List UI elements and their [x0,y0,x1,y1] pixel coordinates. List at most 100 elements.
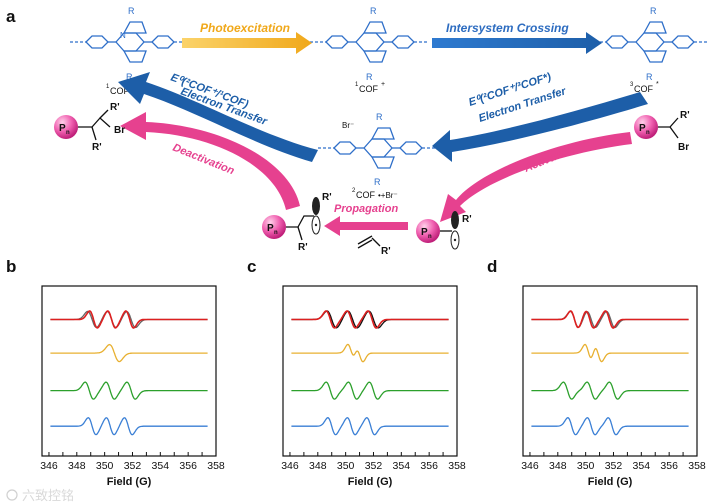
molecule-2cof-br [318,127,436,169]
tick-label: 358 [207,460,225,472]
spectrum-component [531,416,689,436]
molecule-3cof [590,21,708,63]
spectrum-component [291,343,449,363]
tick-label: 356 [179,460,197,472]
bromine-label: Br [678,142,689,153]
pn-ball-sub: n [274,230,278,236]
spectrum-simulated [291,310,449,329]
tick-label: 352 [605,460,623,472]
cof1-superscript: 1 [106,84,110,90]
substituent-r-prime: R' [92,142,102,153]
substituent-r: R [650,6,657,16]
tick-label: 350 [96,460,114,472]
x-axis-label: Field (G) [348,476,393,488]
cof1-label: COF [110,86,130,96]
cof2-suffix: •+Br⁻ [378,191,398,200]
spectrum-component [531,381,689,400]
spectrum-component [291,381,449,400]
panel-label-a: a [6,7,16,26]
polymer-dormant-right [634,115,679,139]
cof1plus-charge: + [381,81,385,88]
pn-ball-sub: n [428,234,432,240]
counterion-label: Br⁻ [342,121,354,130]
cof1plus-superscript: 1 [355,82,359,88]
substituent-r: R [374,177,381,187]
spectrum-component [50,416,208,436]
substituent-r: R [126,72,133,82]
spectrum-component [50,343,208,363]
substituent-r: R [370,6,377,16]
substituent-r-prime: R' [298,242,308,253]
molecule-1cof-excited [310,21,428,63]
tick-label: 348 [309,460,327,472]
cof2-superscript: 2 [352,188,356,194]
polymer-radical-right [416,211,460,250]
spectrum-simulated [531,310,689,329]
panel-label-b: b [6,257,16,276]
pn-ball-label: P [59,123,66,134]
tick-label: 358 [688,460,706,472]
pn-ball-label: P [421,227,428,238]
watermark: 六致控铭 [6,488,74,503]
isc-label: Intersystem Crossing [446,21,569,35]
electron-transfer-left-arrow [118,72,318,162]
spectrum-component [531,343,689,363]
nitrogen-label: N [120,31,126,40]
pn-ball-label: P [639,123,646,134]
pn-ball-sub: n [646,130,650,136]
spectrum-component [50,381,208,400]
tick-label: 346 [281,460,299,472]
tick-label: 354 [633,460,651,472]
panel-label-c: c [247,257,256,276]
tick-label: 354 [393,460,411,472]
cof3-superscript: 3 [630,82,634,88]
tick-label: 350 [337,460,355,472]
monomer-r: R' [381,246,391,257]
polymer-radical-left [262,197,321,241]
monomer [357,235,381,249]
spectrum-simulated [50,310,208,329]
x-axis-label: Field (G) [107,476,152,488]
cof1plus-label: COF [359,84,379,94]
substituent-r-prime: R' [462,214,472,225]
photoexcitation-label: Photoexcitation [200,21,290,35]
activation-arrow [440,132,632,222]
substituent-r: R [128,6,135,16]
bromine-label: Br [114,125,125,136]
polymer-dormant-left [54,109,111,141]
x-axis-label: Field (G) [588,476,633,488]
tick-label: 356 [660,460,678,472]
cof3-label: COF [634,84,654,94]
tick-label: 358 [448,460,466,472]
plot-frame [41,285,217,457]
photoexcitation-arrow [182,32,312,54]
propagation-arrow [324,216,408,236]
cof2-label: COF [356,190,376,200]
tick-label: 346 [40,460,58,472]
pn-ball-sub: n [66,130,70,136]
spectrum-component [291,417,449,436]
substituent-r: R [646,72,653,82]
plot-frame [522,285,698,457]
tick-label: 350 [577,460,595,472]
isc-arrow [432,32,602,54]
molecule-1cof [70,21,188,63]
reaction-scheme: R R N 1 COF R R 1 COF + [54,6,708,257]
deactivation-arrow [120,112,300,210]
plot-frame [282,285,458,457]
cof3-charge: * [656,81,659,88]
tick-label: 352 [365,460,383,472]
tick-label: 356 [420,460,438,472]
substituent-r-prime: R' [110,102,120,113]
tick-label: 348 [68,460,86,472]
watermark-text: 六致控铭 [22,488,74,503]
substituent-r: R [366,72,373,82]
tick-label: 354 [152,460,170,472]
tick-label: 348 [549,460,567,472]
substituent-r-prime: R' [322,192,332,203]
